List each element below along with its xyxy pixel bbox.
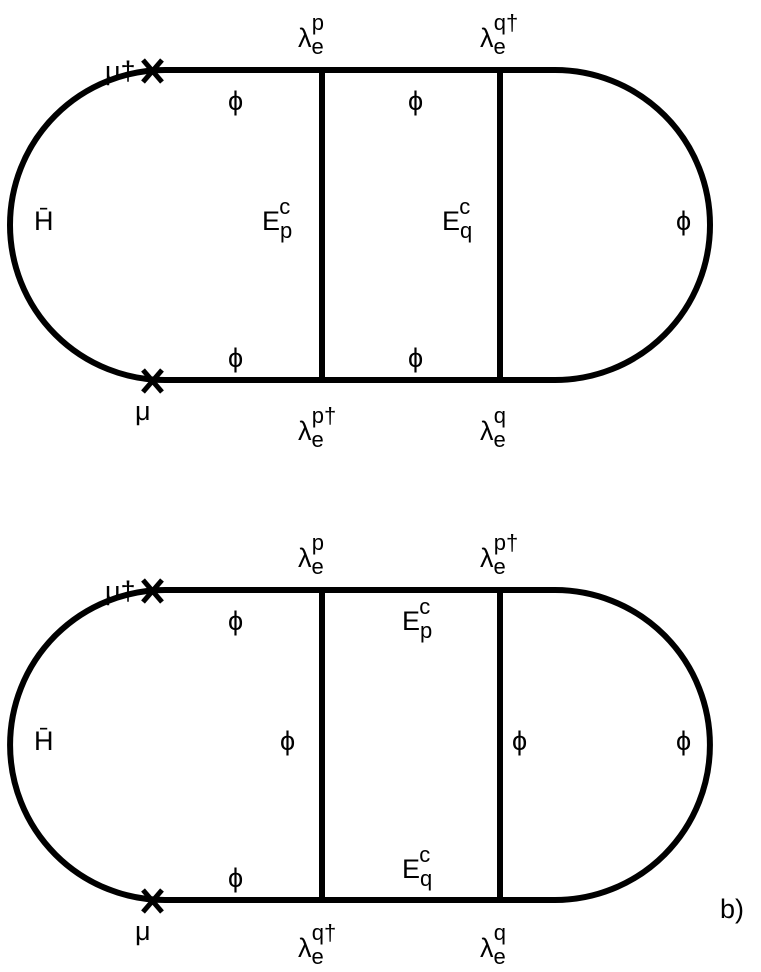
diagram-a-label-rung-1: Epc (262, 194, 292, 243)
diagram-b-vertex-top-right: λep† (480, 530, 518, 579)
cross-icon (141, 888, 164, 914)
diagram-a-label-top-middle: ϕ (408, 86, 423, 116)
diagram-b-label-bottom-middle: Eqc (402, 842, 432, 891)
diagram-b-label-top-middle: Epc (402, 594, 432, 643)
diagram-b-vertex-top-mid: λep (298, 530, 324, 579)
diagram-a: μ† μ λep λeq† λep† λeq H̄ ϕ ϕ ϕ ϕ ϕ Epc … (7, 10, 713, 452)
diagram-b: μ† μ λep λep† λeq† λeq H̄ ϕ ϕ ϕ Epc Eqc … (7, 530, 744, 969)
diagram-a-vertex-top-mid: λep (298, 10, 324, 59)
diagram-a-vertex-top-right: λeq† (480, 10, 518, 59)
diagram-a-loop (7, 67, 713, 383)
diagram-b-label-left-arc: H̄ (34, 726, 54, 756)
diagram-b-label-rung-1: ϕ (280, 726, 295, 756)
diagram-a-vertex-bottom-mid: λep† (298, 403, 336, 452)
cross-icon (141, 368, 164, 394)
diagram-b-loop (7, 587, 713, 903)
diagram-a-label-right-arc: ϕ (676, 206, 691, 236)
diagram-b-label-bottom-left: ϕ (228, 863, 243, 893)
diagram-a-label-rung-2: Eqc (442, 194, 472, 243)
panel-label-b: b) (720, 894, 744, 924)
diagram-b-mu: μ (135, 916, 151, 946)
diagram-a-label-left-arc: H̄ (34, 206, 54, 236)
diagram-b-label-rung-2: ϕ (512, 726, 527, 756)
diagram-b-vertex-bottom-mid: λeq† (298, 920, 336, 969)
diagram-b-label-right-arc: ϕ (676, 726, 691, 756)
diagram-a-mu-dagger: μ† (105, 56, 136, 86)
diagram-a-label-top-left: ϕ (228, 86, 243, 116)
diagram-a-label-bottom-left: ϕ (228, 343, 243, 373)
diagram-b-label-top-left: ϕ (228, 606, 243, 636)
cross-icon (141, 578, 164, 604)
diagram-b-mu-dagger: μ† (105, 576, 136, 606)
diagram-a-mu: μ (135, 396, 151, 426)
cross-icon (141, 58, 164, 84)
diagram-a-label-bottom-middle: ϕ (408, 343, 423, 373)
diagram-a-vertex-bottom-right: λeq (480, 403, 506, 452)
diagram-b-vertex-bottom-right: λeq (480, 920, 506, 969)
